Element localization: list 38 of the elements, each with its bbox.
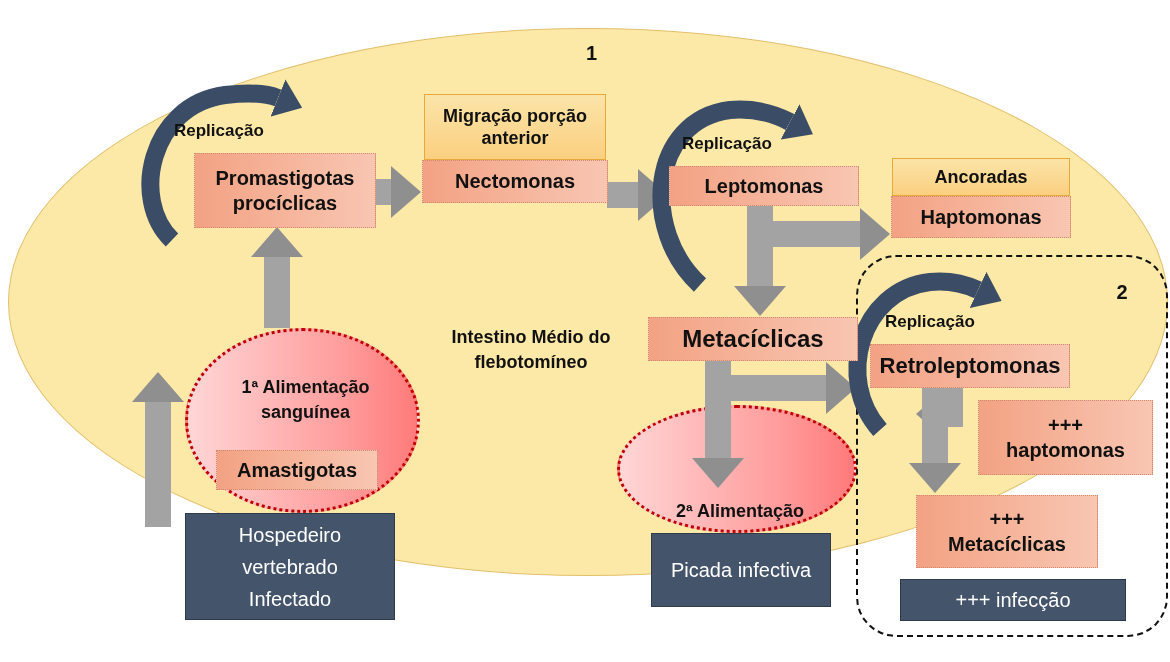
stage-label: Nectomonas [455, 169, 575, 194]
stage-label: Migração porção anterior [441, 104, 588, 150]
stage-label: Promastigotas procíclicas [214, 165, 356, 216]
replication-label: Replicação [682, 133, 772, 155]
stage-box [891, 196, 1071, 238]
section-number: 2 [1115, 280, 1129, 305]
meal-label: 2ª Alimentação [674, 500, 805, 523]
stage-label: Leptomonas [704, 173, 824, 199]
host-box [651, 533, 831, 607]
stage-box [978, 400, 1153, 475]
header-box [892, 158, 1070, 196]
block-arrow [909, 386, 961, 493]
replication-label: Replicação [174, 120, 264, 142]
stage-label: Ancoradas [934, 165, 1028, 189]
host-label: +++ infecção [955, 588, 1071, 613]
dashed-region [856, 255, 1168, 637]
replication-label: Replicação [885, 311, 975, 333]
stage-label: Amastigotas [237, 457, 357, 483]
region-label: Intestino Médio do flebotomíneo [450, 326, 612, 375]
stage-label: Metacíclicas [682, 324, 824, 354]
stage-label: Haptomonas [920, 204, 1042, 230]
stage-box [648, 317, 858, 361]
stage-box [916, 495, 1098, 568]
host-box [185, 513, 395, 620]
host-label: Hospedeiro vertebrado Infectado [237, 522, 343, 612]
section-number: 1 [586, 42, 598, 65]
stage-box [422, 160, 608, 203]
block-arrow [132, 372, 184, 527]
stage-box [216, 450, 378, 490]
header-box [424, 94, 606, 160]
host-box [900, 579, 1126, 621]
block-arrow [375, 166, 421, 218]
stage-label: Retroleptomonas [879, 352, 1061, 380]
stage-label: +++ Metacíclicas [947, 506, 1067, 557]
block-arrow [251, 227, 303, 328]
stage-label: +++ haptomonas [1005, 412, 1126, 463]
host-label: Picada infectiva [670, 558, 812, 583]
meal-label: 1ª Alimentação sanguínea [240, 376, 371, 425]
